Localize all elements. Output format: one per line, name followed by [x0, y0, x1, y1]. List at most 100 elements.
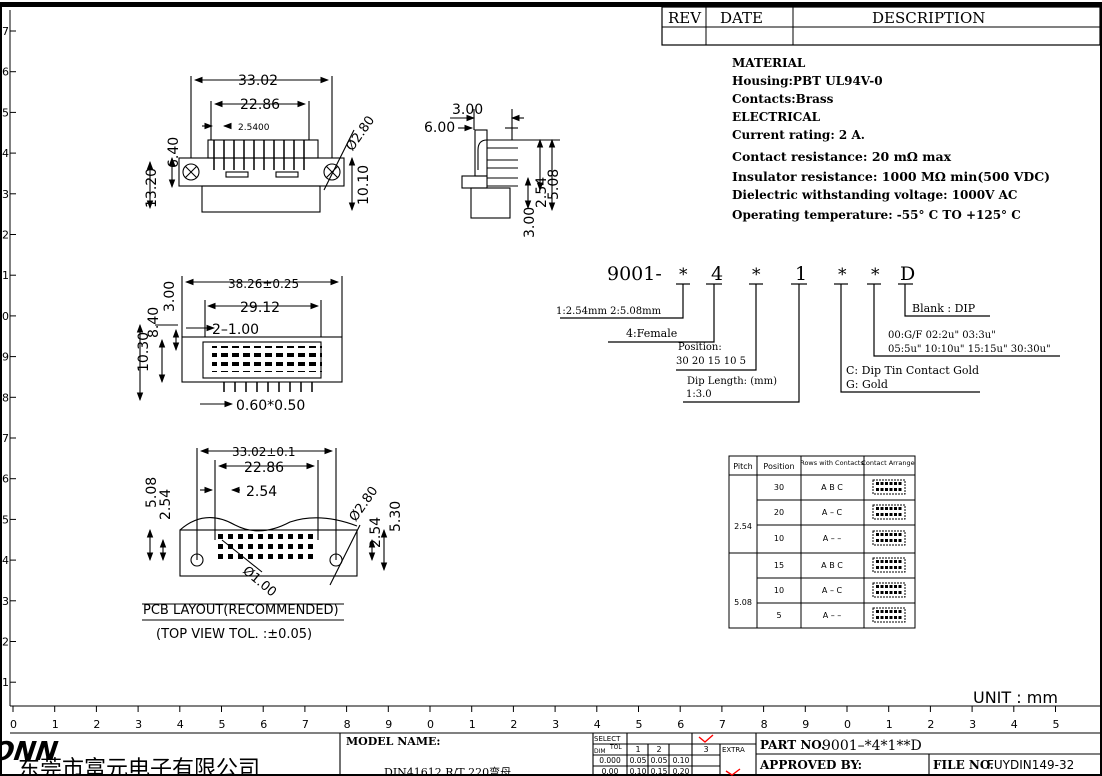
ruler-bottom-label: 7 — [302, 718, 309, 731]
ruler-bottom-label: 4 — [594, 718, 601, 731]
table-cell-rows: A – C — [822, 508, 843, 517]
unit-label: UNIT : mm — [973, 688, 1058, 707]
dim-pcb-pin-span: 22.86 — [244, 460, 284, 476]
dim-bottom-row-offset-2: 3.00 — [162, 281, 178, 312]
table-cell-rows: A – – — [823, 534, 842, 543]
ruler-bottom-label: 9 — [802, 718, 809, 731]
ruler-bottom-label: 0 — [844, 718, 851, 731]
spec-material: MATERIAL — [732, 56, 806, 70]
part-code-slot-6: * — [871, 265, 880, 285]
contact-arrange-icon — [872, 479, 906, 495]
ruler-bottom-label: 5 — [636, 718, 643, 731]
ruler-bottom-label: 4 — [1011, 718, 1018, 731]
pcb-hole — [248, 534, 253, 539]
ruler-left-label: 8 — [2, 391, 9, 404]
part-code-slot-1: * — [679, 265, 688, 285]
dim-pcb-pin-hole: Ø1.00 — [239, 564, 279, 601]
ruler-bottom-label: 0 — [427, 718, 434, 731]
dim-front-hole: Ø2.80 — [343, 113, 378, 154]
table-cell-position: 15 — [774, 561, 784, 570]
file-no-label: FILE NO. — [933, 758, 994, 772]
ruler-left-label: 5 — [2, 513, 9, 526]
check-mark-icon-2 — [725, 768, 741, 776]
pcb-hole — [218, 534, 223, 539]
table-cell-pitch: 5.08 — [734, 598, 752, 607]
pcb-hole — [288, 554, 293, 559]
ruler-bottom-label: 1 — [469, 718, 476, 731]
pcb-hole — [258, 544, 263, 549]
table-header-arrange: Contact Arrange — [861, 459, 914, 467]
pcb-hole — [298, 534, 303, 539]
arrangement-table — [728, 455, 916, 629]
note-gender: 4:Female — [626, 327, 677, 340]
ruler-bottom-label: 2 — [93, 718, 100, 731]
note-pitch: 1:2.54mm 2:5.08mm — [556, 306, 662, 317]
dim-pcb-height: 5.08 — [144, 477, 160, 508]
pcb-hole — [228, 534, 233, 539]
contact-arrange-icon — [872, 530, 906, 546]
contact-arrange-icon — [872, 607, 906, 623]
ruler-left-label: 2 — [2, 636, 9, 649]
note-position-label: Position: — [678, 342, 722, 353]
description-header: DESCRIPTION — [872, 9, 985, 27]
pcb-view — [142, 447, 388, 621]
note-dip-length: Dip Length: (mm) — [687, 376, 777, 387]
pcb-hole — [288, 534, 293, 539]
tolerance-cell: 0.000 — [599, 756, 621, 765]
pcb-hole — [228, 554, 233, 559]
contact-arrange-icon — [872, 557, 906, 573]
revision-block — [661, 6, 1101, 46]
pcb-hole — [288, 544, 293, 549]
table-cell-rows: A B C — [821, 483, 843, 492]
dim-pcb-offset: 5.30 — [388, 501, 404, 532]
dim-side-row-a: 2.54 — [534, 177, 550, 208]
pcb-hole — [238, 554, 243, 559]
pcb-hole — [258, 534, 263, 539]
ruler-left-label: 1 — [2, 676, 9, 689]
ruler-left-label: 6 — [2, 66, 9, 79]
ruler-left-label: 2 — [2, 229, 9, 242]
spec-insulator: Insulator resistance: 1000 MΩ min(500 VD… — [732, 169, 1050, 184]
ruler-bottom-label: 2 — [510, 718, 517, 731]
tol-col-3: 3 — [703, 745, 708, 754]
spec-contacts: Contacts:Brass — [732, 92, 834, 106]
rev-header: REV — [668, 9, 702, 27]
dim-front-height: 13.20 — [144, 168, 160, 208]
table-header-pitch: Pitch — [733, 462, 752, 471]
dim-bottom-height: 10.30 — [136, 332, 152, 372]
pcb-hole — [278, 544, 283, 549]
dim-front-pin-span: 22.86 — [240, 97, 280, 113]
note-plating-2: 05:5u" 10:10u" 15:15u" 30:30u" — [888, 344, 1051, 355]
pcb-hole — [298, 554, 303, 559]
approved-label: APPROVED BY: — [759, 758, 862, 772]
dim-side-row-b: 5.08 — [546, 169, 562, 200]
ruler-bottom-label: 3 — [969, 718, 976, 731]
tolerance-cell: 0.15 — [651, 767, 668, 776]
ruler-bottom-label: 0 — [10, 718, 17, 731]
table-cell-rows: A – – — [823, 611, 842, 620]
spec-contact-resistance: Contact resistance: 20 mΩ max — [732, 149, 952, 164]
ruler-bottom-label: 3 — [552, 718, 559, 731]
spec-housing: Housing:PBT UL94V-0 — [732, 74, 883, 88]
ruler-bottom-label: 2 — [927, 718, 934, 731]
pcb-hole — [278, 534, 283, 539]
ruler-bottom-label: 6 — [677, 718, 684, 731]
part-no-value: 9001–*4*1**D — [822, 738, 922, 754]
tol-extra: EXTRA — [722, 746, 745, 754]
pcb-hole — [248, 554, 253, 559]
part-code-slot-5: * — [838, 265, 847, 285]
part-code-slot-7: D — [900, 263, 915, 285]
table-cell-rows: A B C — [821, 561, 843, 570]
part-code-slot-4: 1 — [795, 263, 807, 285]
pcb-hole — [278, 554, 283, 559]
ruler-left-label: 5 — [2, 106, 9, 119]
dim-pcb-overall: 33.02±0.1 — [232, 445, 296, 459]
table-cell-position: 20 — [774, 508, 784, 517]
ruler-left-label: 1 — [2, 269, 9, 282]
model-value: DIN41612 R/T 220弯母 — [384, 765, 511, 776]
contact-arrange-icon — [872, 582, 906, 598]
